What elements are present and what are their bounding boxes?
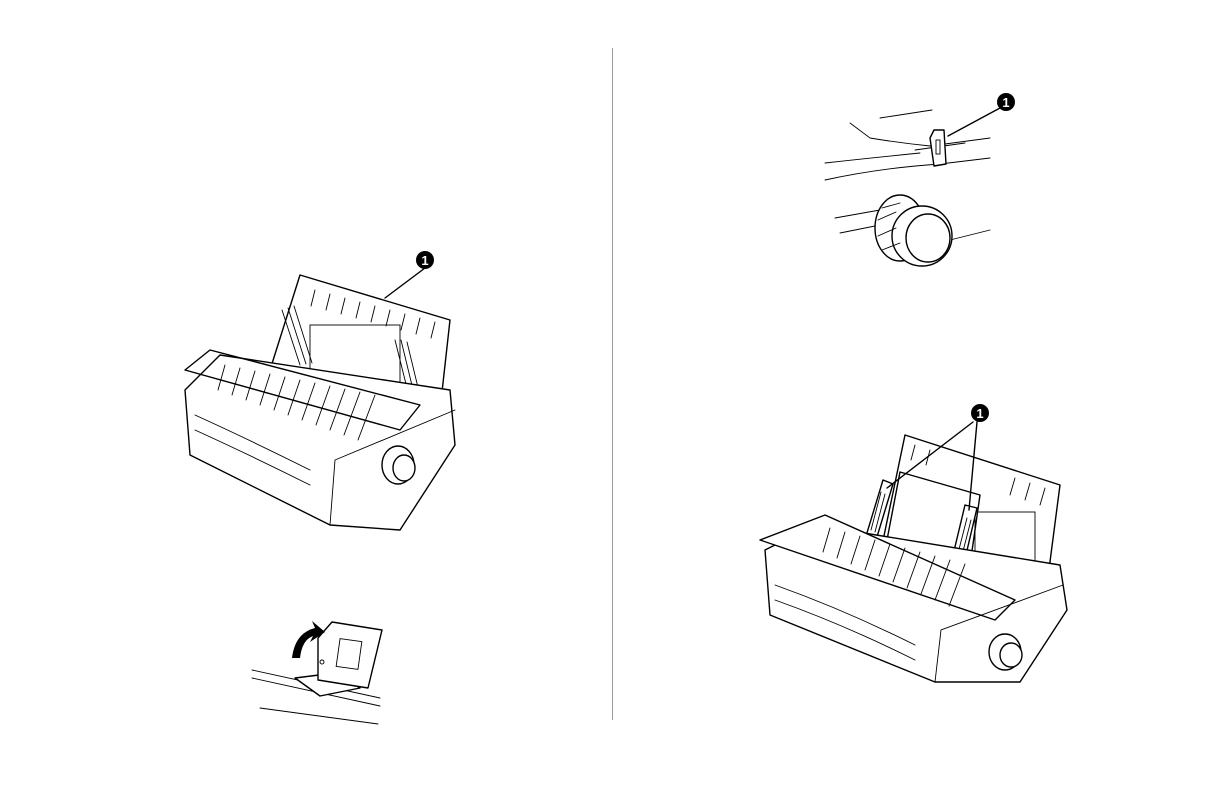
printer-guides-illustration: 1 — [755, 400, 1070, 682]
figure-printer-paper-separator: 1 — [170, 240, 470, 540]
callout-number: 1 — [976, 406, 983, 421]
figure-printer-paper-guides: 1 — [755, 400, 1070, 682]
figure-lever-knob-detail: 1 — [820, 88, 1030, 273]
callout-number: 1 — [1002, 95, 1009, 110]
column-divider — [612, 48, 613, 720]
printer-illustration: 1 — [170, 240, 470, 540]
figure-lever-flip — [250, 618, 385, 728]
callout-number: 1 — [421, 253, 428, 268]
lever-flip-illustration — [250, 618, 385, 728]
lever-knob-illustration: 1 — [820, 88, 1030, 273]
